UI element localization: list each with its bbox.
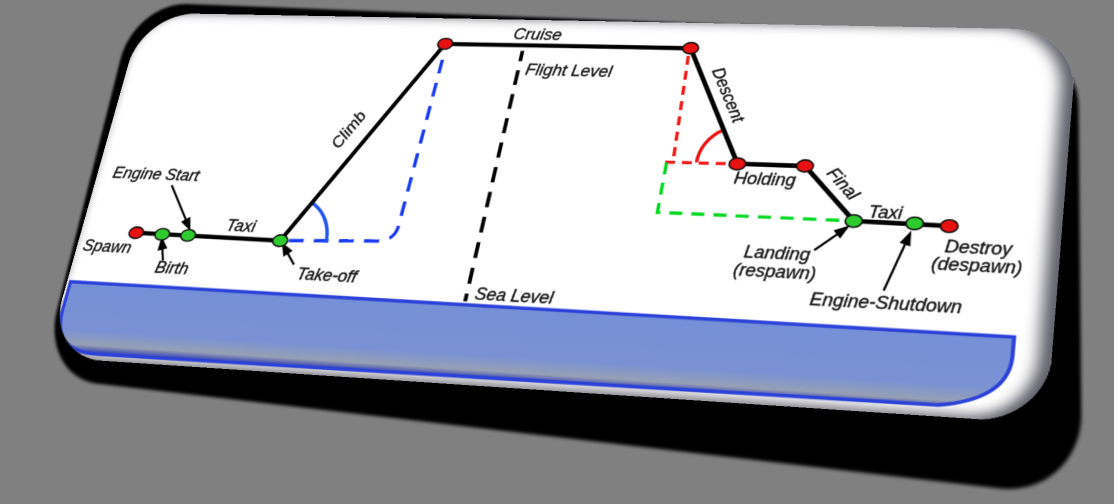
svg-text:Flight Level: Flight Level (524, 62, 614, 81)
svg-text:Spawn: Spawn (81, 238, 134, 258)
svg-text:Holding: Holding (733, 170, 798, 191)
svg-text:Climb: Climb (329, 109, 371, 152)
svg-text:(despawn): (despawn) (930, 255, 1023, 279)
svg-text:Birth: Birth (153, 260, 190, 279)
svg-text:Descent: Descent (707, 65, 747, 127)
svg-text:Engine Start: Engine Start (111, 166, 202, 186)
svg-text:Taxi: Taxi (867, 204, 904, 224)
svg-text:Sea Level: Sea Level (473, 286, 555, 309)
svg-text:Landing: Landing (743, 244, 813, 266)
svg-text:Taxi: Taxi (224, 218, 258, 237)
svg-text:Cruise: Cruise (512, 27, 563, 45)
svg-text:Take-off: Take-off (295, 266, 361, 287)
svg-text:Engine-Shutdown: Engine-Shutdown (809, 291, 963, 318)
svg-text:Destroy: Destroy (944, 238, 1015, 260)
svg-text:(respawn): (respawn) (732, 262, 817, 285)
svg-text:Final: Final (822, 164, 863, 204)
